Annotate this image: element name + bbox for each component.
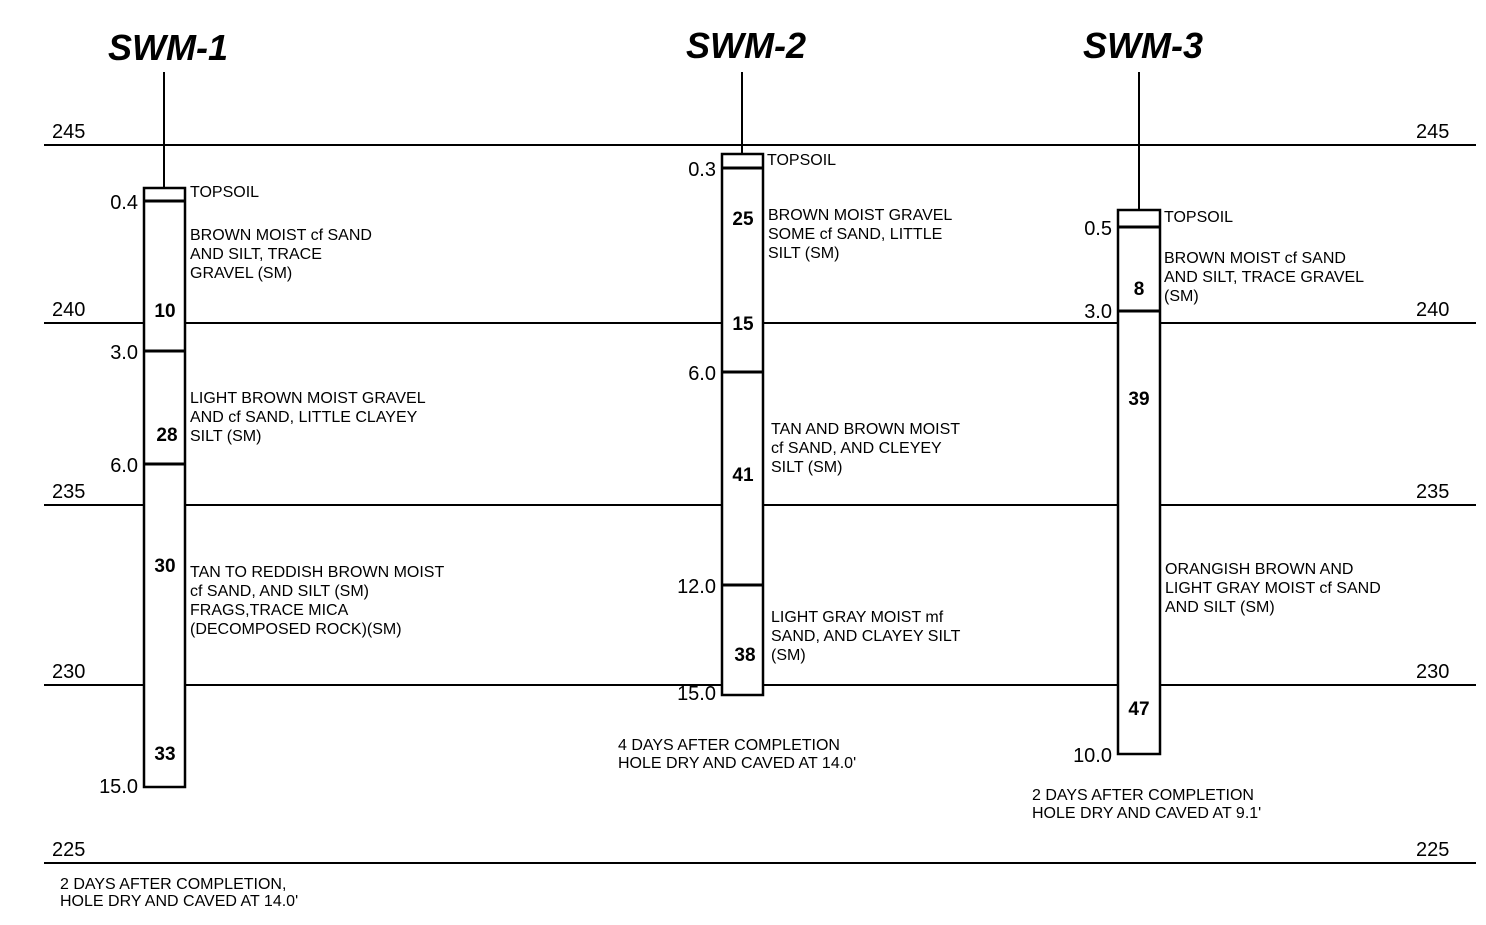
elevation-label-right: 225 <box>1416 839 1449 861</box>
depth-label: 0.5 <box>1084 218 1112 240</box>
strata-description: ORANGISH BROWN AND <box>1165 561 1353 578</box>
depth-label: 0.4 <box>110 192 138 214</box>
depth-label: 12.0 <box>677 576 716 598</box>
boring-title: SWM-3 <box>1083 25 1203 66</box>
boring-title: SWM-2 <box>686 25 806 66</box>
boring-swm-3: SWM-3 0.5 3.0 10.0 8 39 47 TOPSOIL BROWN… <box>1032 25 1381 822</box>
strata-description: LIGHT GRAY MOIST cf SAND <box>1165 580 1381 597</box>
strata-description: TOPSOIL <box>190 184 259 201</box>
groundwater-note: HOLE DRY AND CAVED AT 14.0' <box>60 893 298 910</box>
boring-title: SWM-1 <box>108 27 228 68</box>
strata-description: FRAGS,TRACE MICA <box>190 602 349 619</box>
depth-label: 10.0 <box>1073 745 1112 767</box>
elevation-label-right: 240 <box>1416 299 1449 321</box>
strata-description: AND SILT (SM) <box>1165 599 1275 616</box>
blow-count: 47 <box>1128 699 1149 720</box>
depth-label: 15.0 <box>677 683 716 705</box>
blow-count: 33 <box>154 744 175 765</box>
strata-description: SILT (SM) <box>771 459 842 476</box>
groundwater-note: 2 DAYS AFTER COMPLETION <box>1032 787 1254 804</box>
blow-count: 28 <box>156 425 177 446</box>
strata-description: (DECOMPOSED ROCK)(SM) <box>190 621 402 638</box>
blow-count: 41 <box>732 465 754 486</box>
boring-column <box>720 152 765 697</box>
depth-label: 15.0 <box>99 776 138 798</box>
elevation-label-left: 235 <box>52 481 85 503</box>
blow-count: 25 <box>732 209 754 230</box>
elevation-label-left: 230 <box>52 661 85 683</box>
blow-count: 10 <box>154 301 175 322</box>
strata-description: GRAVEL (SM) <box>190 265 292 282</box>
strata-description: TOPSOIL <box>1164 209 1233 226</box>
elevation-label-right: 245 <box>1416 121 1449 143</box>
groundwater-note: 2 DAYS AFTER COMPLETION, <box>60 876 286 893</box>
strata-description: cf SAND, AND CLEYEY <box>771 440 942 457</box>
blow-count: 8 <box>1134 279 1145 300</box>
groundwater-note: HOLE DRY AND CAVED AT 9.1' <box>1032 805 1261 822</box>
strata-description: cf SAND, AND SILT (SM) <box>190 583 369 600</box>
strata-description: AND SILT, TRACE <box>190 246 322 263</box>
strata-description: SILT (SM) <box>190 428 261 445</box>
boring-swm-2: SWM-2 0.3 6.0 12.0 15.0 25 15 41 38 TOPS… <box>618 25 961 772</box>
strata-description: LIGHT BROWN MOIST GRAVEL <box>190 390 426 407</box>
groundwater-note: 4 DAYS AFTER COMPLETION <box>618 737 840 754</box>
strata-description: LIGHT GRAY MOIST mf <box>771 609 944 626</box>
blow-count: 38 <box>734 645 755 666</box>
blow-count: 39 <box>1128 389 1149 410</box>
strata-description: SILT (SM) <box>768 245 839 262</box>
strata-description: (SM) <box>1164 288 1199 305</box>
depth-label: 6.0 <box>688 363 716 385</box>
strata-description: AND cf SAND, LITTLE CLAYEY <box>190 409 418 426</box>
depth-label: 3.0 <box>1084 301 1112 323</box>
groundwater-note: HOLE DRY AND CAVED AT 14.0' <box>618 755 856 772</box>
depth-label: 0.3 <box>688 159 716 181</box>
strata-description: SOME cf SAND, LITTLE <box>768 226 942 243</box>
elevation-grid: 245 240 235 230 225 245 240 235 230 225 <box>44 121 1476 864</box>
elevation-label-left: 245 <box>52 121 85 143</box>
strata-description: BROWN MOIST GRAVEL <box>768 207 952 224</box>
boring-column <box>1116 208 1162 756</box>
boring-column <box>142 186 187 789</box>
elevation-label-right: 235 <box>1416 481 1449 503</box>
strata-description: SAND, AND CLAYEY SILT <box>771 628 961 645</box>
strata-description: TAN AND BROWN MOIST <box>771 421 960 438</box>
depth-label: 3.0 <box>110 342 138 364</box>
strata-description: BROWN MOIST cf SAND <box>1164 250 1346 267</box>
elevation-label-right: 230 <box>1416 661 1449 683</box>
strata-description: BROWN MOIST cf SAND <box>190 227 372 244</box>
depth-label: 6.0 <box>110 455 138 477</box>
elevation-label-left: 240 <box>52 299 85 321</box>
blow-count: 15 <box>732 314 754 335</box>
strata-description: TOPSOIL <box>767 152 836 169</box>
boring-swm-1: SWM-1 0.4 3.0 6.0 15.0 10 28 30 33 TOPSO… <box>60 27 444 910</box>
strata-description: TAN TO REDDISH BROWN MOIST <box>190 564 444 581</box>
blow-count: 30 <box>154 556 175 577</box>
elevation-label-left: 225 <box>52 839 85 861</box>
strata-description: (SM) <box>771 647 806 664</box>
strata-description: AND SILT, TRACE GRAVEL <box>1164 269 1364 286</box>
